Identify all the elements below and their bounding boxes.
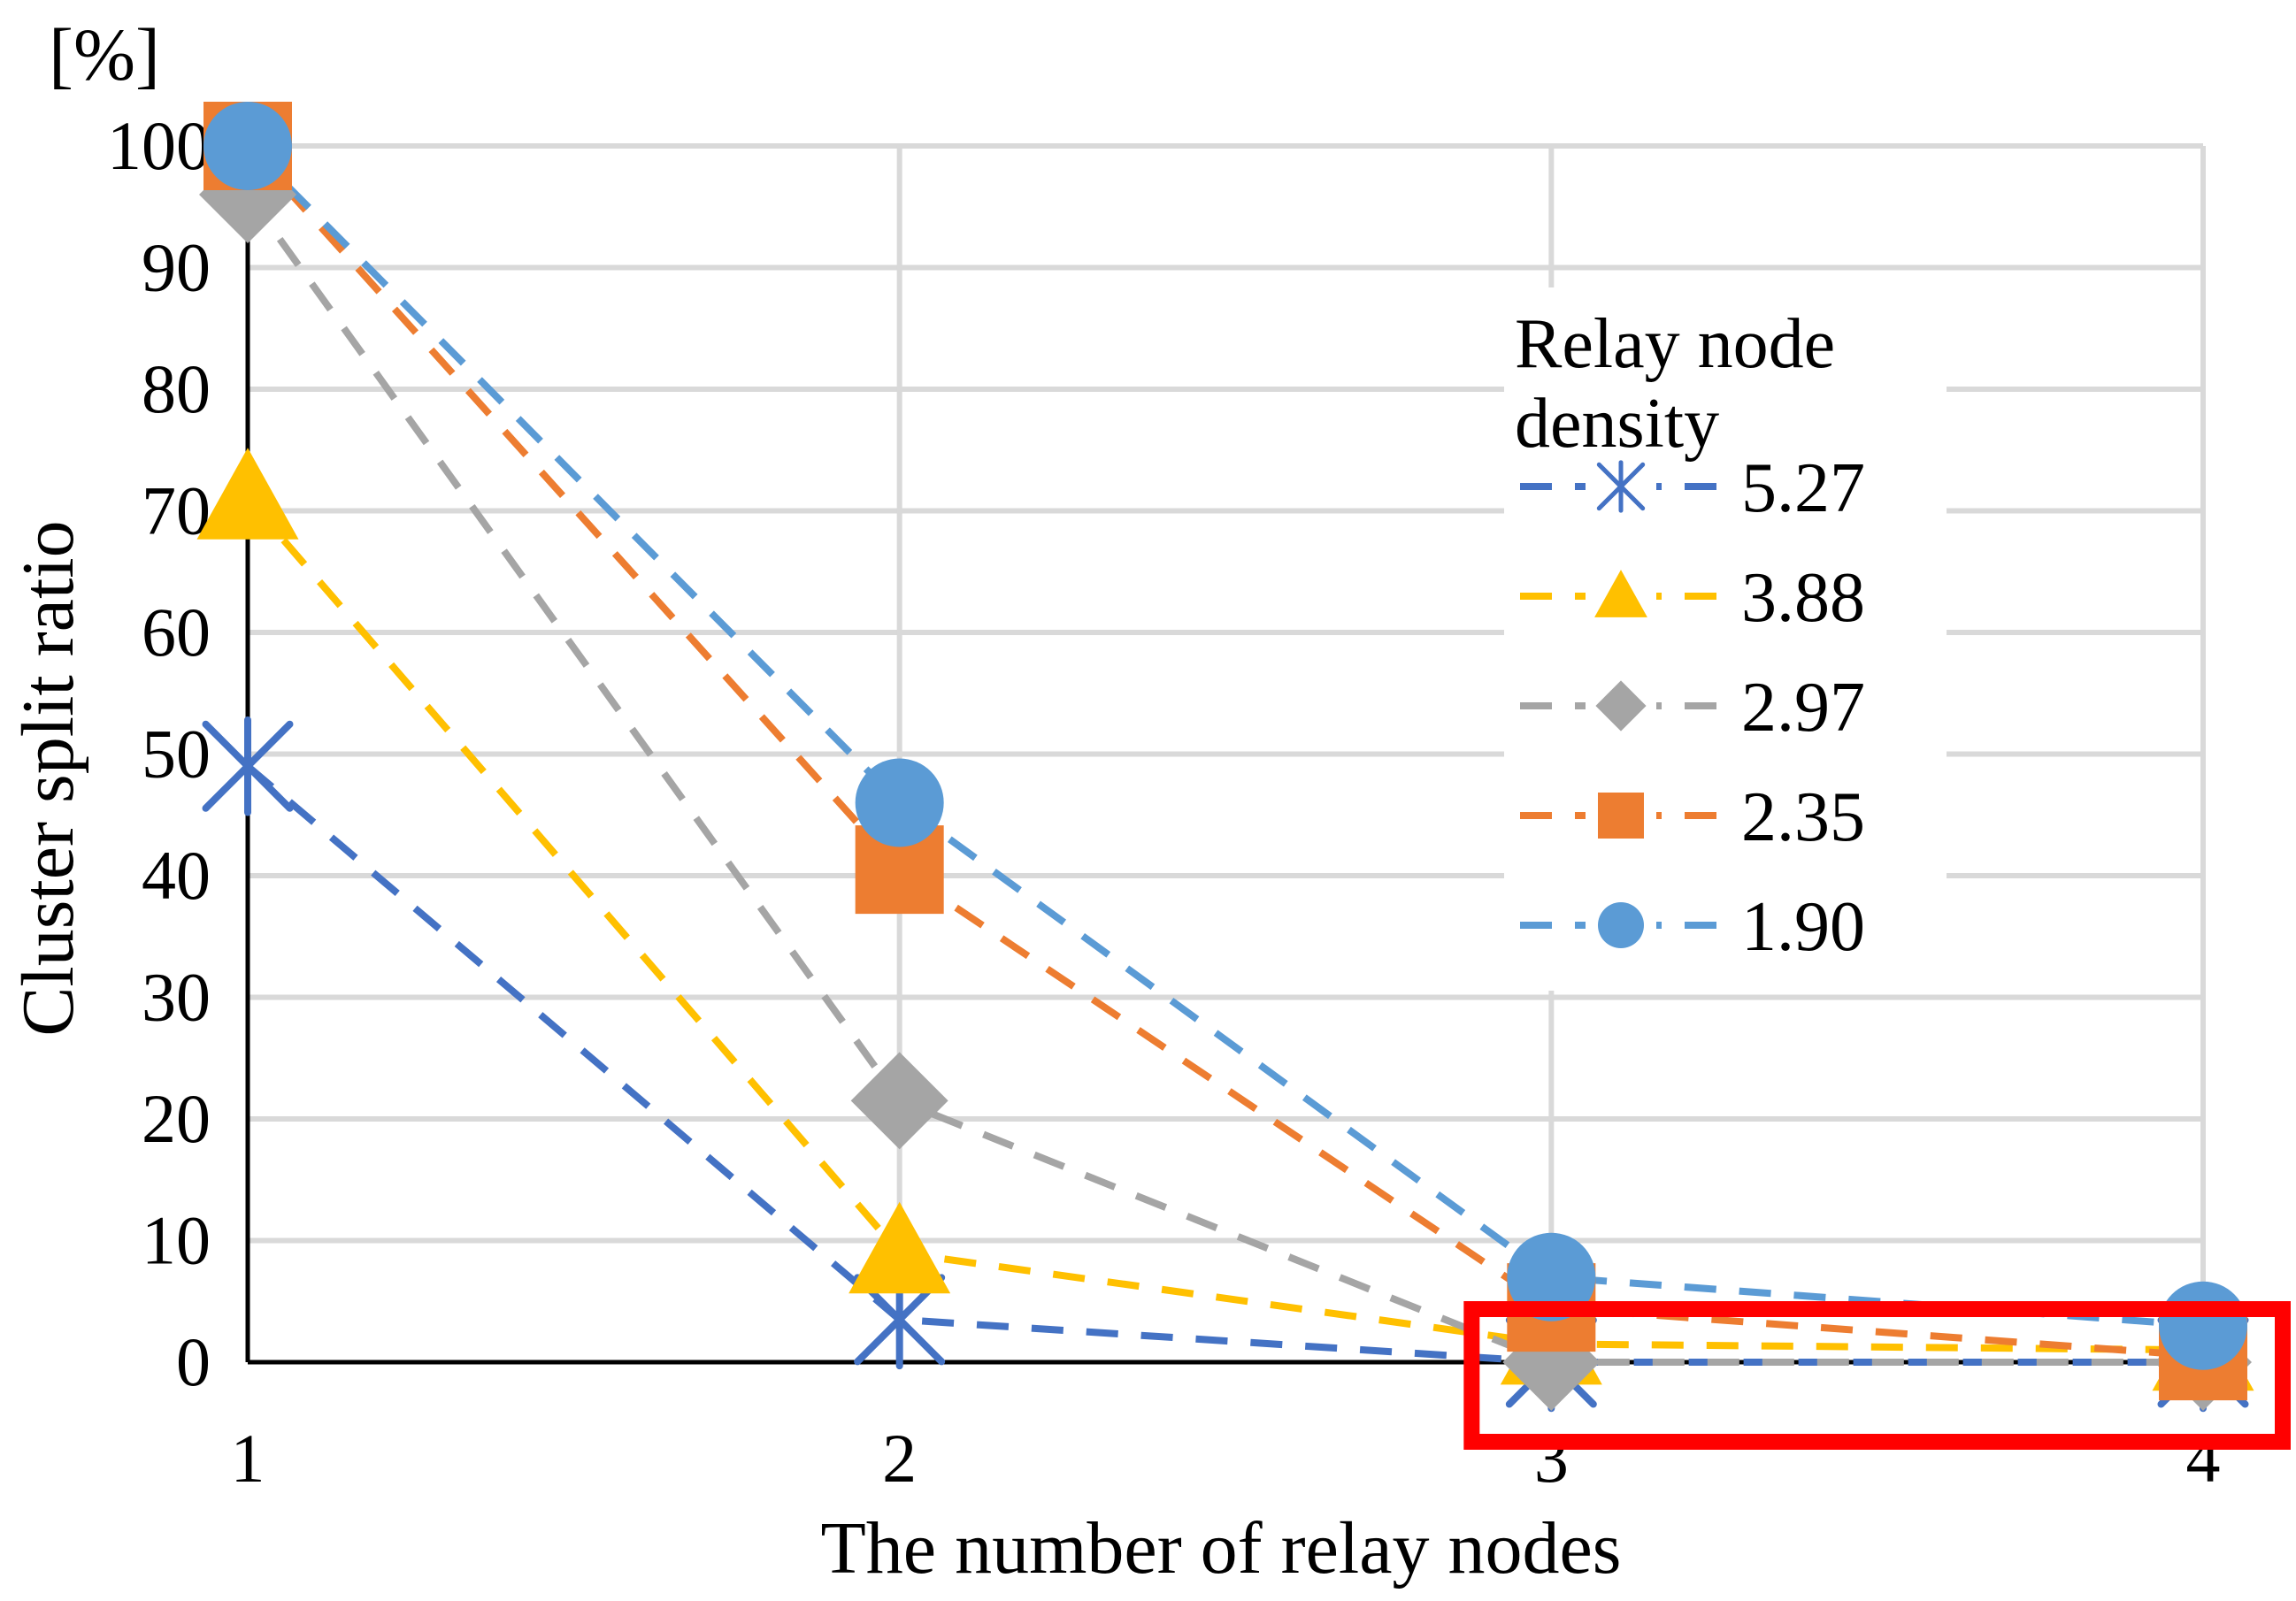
- legend-marker-1.90: [1598, 902, 1644, 948]
- y-tick-label: 90: [142, 229, 211, 306]
- legend-marker-5.27: [1596, 460, 1646, 513]
- data-point-2.97-x2: [850, 1052, 948, 1150]
- legend-marker-2.97: [1595, 680, 1647, 732]
- y-tick-label: 40: [142, 837, 211, 914]
- x-tick-label: 1: [231, 1420, 265, 1497]
- data-point-3.88-x2: [849, 1201, 951, 1294]
- legend-marker-3.88: [1594, 570, 1647, 617]
- series-line-3.88: [244, 496, 2204, 1354]
- data-point-3.88-x1: [196, 448, 299, 540]
- legend-background: [1504, 287, 1947, 991]
- x-tick-label: 3: [1534, 1420, 1569, 1497]
- y-tick-label: 30: [142, 959, 211, 1036]
- legend: 5.27 3.88 2.97 2.35 1.90: [1520, 449, 1865, 966]
- legend-label-1.90: 1.90: [1741, 888, 1865, 966]
- legend-label-5.27: 5.27: [1741, 449, 1865, 527]
- x-axis-label: The number of relay nodes: [820, 1507, 1621, 1590]
- legend-label-3.88: 3.88: [1741, 559, 1865, 637]
- x-tick-label: 2: [882, 1420, 917, 1497]
- legend-label-2.97: 2.97: [1741, 669, 1865, 747]
- legend-label-2.35: 2.35: [1741, 778, 1865, 856]
- y-tick-label: 100: [107, 107, 211, 184]
- y-tick-label: 20: [142, 1080, 211, 1157]
- y-tick-label: 0: [176, 1323, 211, 1400]
- legend-title-line-1: Relay node: [1515, 305, 1835, 383]
- data-point-1.90-x2: [855, 758, 944, 847]
- y-tick-label: 50: [142, 716, 211, 793]
- unit-label: [%]: [49, 14, 160, 96]
- y-axis-label: Cluster split ratio: [7, 520, 89, 1036]
- legend-marker-2.35: [1598, 793, 1644, 839]
- data-point-1.90-x3: [1507, 1232, 1596, 1321]
- y-tick-label: 80: [142, 350, 211, 427]
- y-tick-label: 60: [142, 594, 211, 670]
- legend-title-line-2: density: [1515, 385, 1719, 463]
- x-tick-label: 4: [2186, 1420, 2221, 1497]
- data-point-5.27-x1: [202, 716, 294, 816]
- data-point-1.90-x4: [2159, 1281, 2247, 1370]
- y-tick-label: 10: [142, 1202, 211, 1279]
- highlight-rectangle: [1463, 1301, 2292, 1450]
- data-point-1.90-x1: [203, 102, 292, 190]
- series-line-2.97: [244, 192, 2203, 1366]
- highlight-group: [1463, 1301, 2292, 1450]
- series-line-2.35: [245, 143, 2204, 1360]
